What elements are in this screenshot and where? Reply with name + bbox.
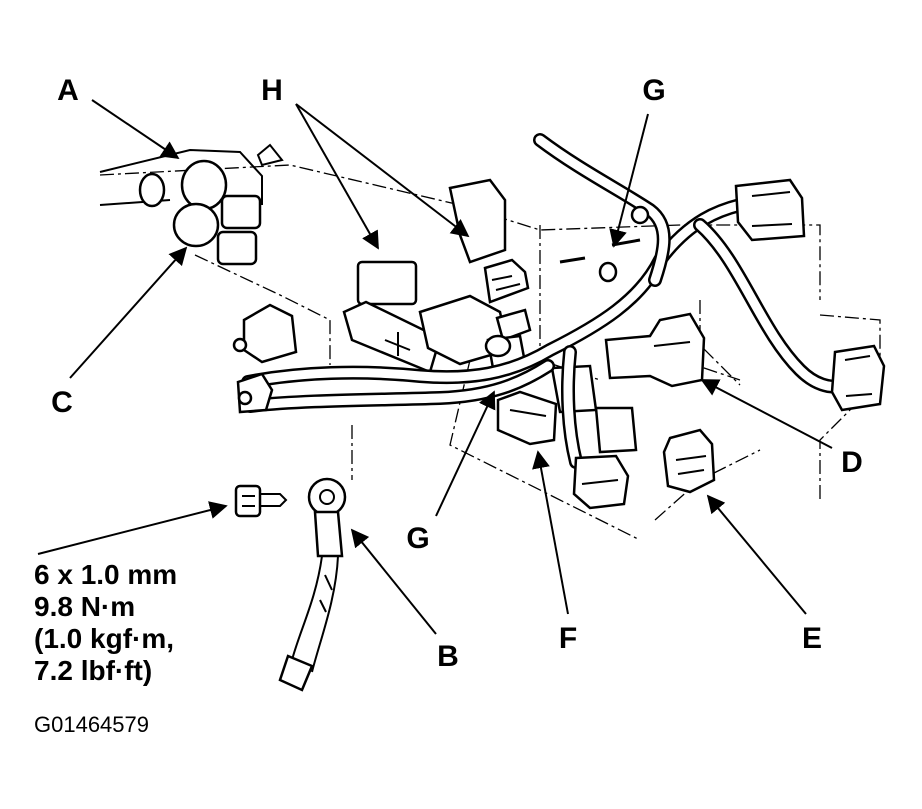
connector-bottom-right xyxy=(572,454,630,510)
callout-a: A xyxy=(57,74,79,107)
callout-d: D xyxy=(841,446,863,479)
ground-terminal-b xyxy=(278,477,347,692)
callout-c: C xyxy=(51,386,73,419)
left-connectors xyxy=(232,303,298,414)
connector-h-left xyxy=(342,260,442,374)
figure-code: G01464579 xyxy=(34,712,149,737)
callout-h: H xyxy=(261,74,283,107)
wiring-harness xyxy=(241,133,847,469)
bolt-spec: 6 x 1.0 mm 9.8 N·m (1.0 kgf·m, 7.2 lbf·f… xyxy=(34,559,177,686)
connector-top-right xyxy=(734,178,806,242)
leader-arrows xyxy=(37,99,833,635)
callout-e: E xyxy=(802,622,822,655)
callout-g-top: G xyxy=(642,74,665,107)
connector-h-right xyxy=(448,178,530,304)
callout-f: F xyxy=(559,622,577,655)
bolt xyxy=(234,484,288,518)
sensor-cluster-ac xyxy=(99,143,284,266)
connector-right-edge xyxy=(830,344,886,412)
bolt-torque-lbfft: 7.2 lbf·ft) xyxy=(34,655,152,686)
bolt-torque-nm: 9.8 N·m xyxy=(34,591,135,622)
sensor-e xyxy=(662,428,716,494)
bolt-torque-kgfm: (1.0 kgf·m, xyxy=(34,623,174,654)
callout-b: B xyxy=(437,640,459,673)
callout-g-bottom: G xyxy=(406,522,429,555)
connector-f xyxy=(496,390,558,446)
sensor-d xyxy=(604,312,706,388)
bolt-size: 6 x 1.0 mm xyxy=(34,559,177,590)
